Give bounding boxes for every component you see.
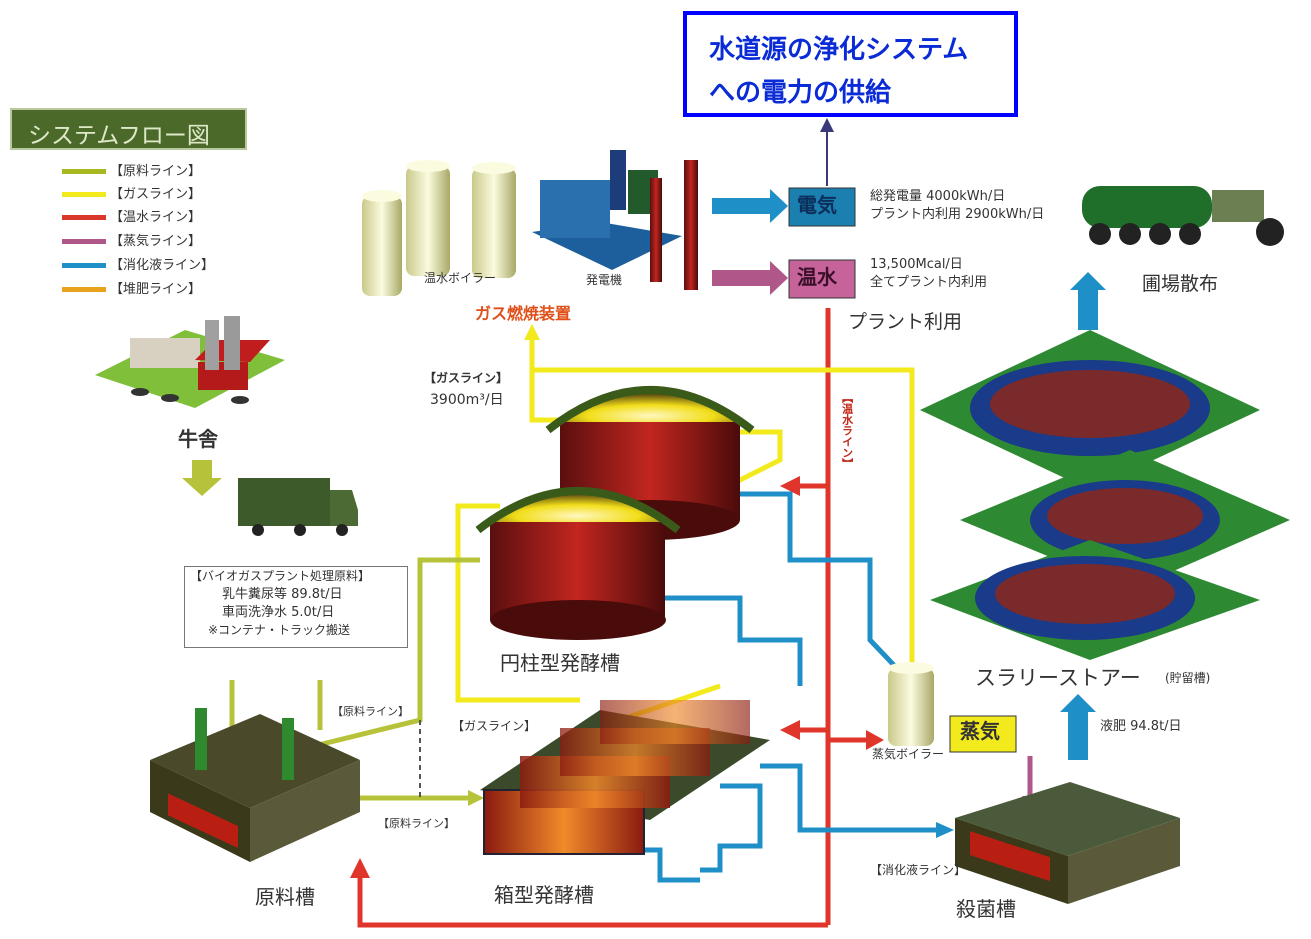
electricity-arrow <box>712 189 788 223</box>
raw-tank-label: 原料槽 <box>255 885 315 909</box>
legend-swatch <box>62 192 106 197</box>
liquid-manure-label: 液肥 94.8t/日 <box>1100 719 1182 734</box>
steam-boiler-label: 蒸気ボイラー <box>872 747 945 761</box>
legend-swatch <box>62 263 106 268</box>
field-spreading-label: 圃場散布 <box>1142 273 1219 295</box>
digestate-line-label: 【消化液ライン】 <box>870 863 967 877</box>
callout-line-1: 水道源の浄化システム <box>709 35 969 65</box>
raw-material-tank <box>150 708 360 862</box>
hot-water-boiler-label: 温水ボイラー <box>424 271 497 285</box>
material-info-box <box>184 566 408 648</box>
hotwater-tag-bg <box>788 259 856 299</box>
truck-illustration <box>238 478 358 536</box>
liquid-manure-arrow <box>1060 694 1096 760</box>
material-box-line3: ※コンテナ・トラック搬送 <box>208 623 351 637</box>
material-box-line2: 車両洗浄水 5.0t/日 <box>222 605 335 620</box>
generator-label: 発電機 <box>586 273 623 287</box>
callout-line-2: への電力の供給 <box>709 78 892 108</box>
cylinder-fermenters <box>475 386 755 640</box>
hotwater-tag: 温水 <box>797 265 837 289</box>
sterilization-tank <box>955 782 1180 904</box>
electricity-tag-bg <box>788 187 856 227</box>
legend-item-compost: 【堆肥ライン】 <box>62 278 201 297</box>
barn-label: 牛舎 <box>178 427 218 451</box>
legend-swatch <box>62 169 106 174</box>
material-arrow <box>182 460 222 496</box>
hotwater-return-line <box>357 872 828 928</box>
legend-swatch <box>62 215 106 220</box>
material-box-line1: 乳牛糞尿等 89.8t/日 <box>222 587 343 602</box>
legend-item-gas: 【ガスライン】 <box>62 183 201 202</box>
hotwater-plant-use: 全てプラント内利用 <box>870 275 988 290</box>
steam-tag-bg <box>949 715 1017 753</box>
hotwater-amount: 13,500Mcal/日 <box>870 257 963 272</box>
power-supply-callout: 水道源の浄化システム への電力の供給 <box>683 11 1018 117</box>
hotwater-arrow <box>712 261 788 295</box>
legend-title: システムフロー図 <box>10 108 247 150</box>
legend-item-hotwater: 【温水ライン】 <box>62 206 201 225</box>
legend-item-digestate: 【消化液ライン】 <box>62 254 214 273</box>
electricity-tag: 電気 <box>797 193 837 217</box>
legend-item-material: 【原料ライン】 <box>62 160 201 179</box>
plant-use-label: プラント利用 <box>848 311 963 333</box>
material-line-label-a: 【原料ライン】 <box>332 705 409 718</box>
digestate-line <box>640 491 940 883</box>
barn-illustration <box>95 316 285 408</box>
material-box-title: 【バイオガスプラント処理原料】 <box>190 569 371 583</box>
legend-swatch <box>62 239 106 244</box>
sterilization-tank-label: 殺菌槽 <box>956 897 1016 921</box>
box-fermenters <box>480 700 770 855</box>
hotwater-line-label: 【温水ライン】 <box>840 392 854 469</box>
gas-line-label-2: 【ガスライン】 <box>452 719 537 733</box>
gas-line-value: 3900m³/日 <box>430 392 504 408</box>
material-line-label-b: 【原料ライン】 <box>378 817 455 830</box>
electricity-plant-use: プラント内利用 2900kWh/日 <box>870 207 1045 222</box>
gas-device-label: ガス燃焼装置 <box>475 304 572 323</box>
legend-item-steam: 【蒸気ライン】 <box>62 230 201 249</box>
gas-line-label: 【ガスライン】 <box>424 371 509 385</box>
slurry-store-label: スラリーストアー <box>975 666 1141 690</box>
generator-illustration <box>532 150 698 290</box>
field-arrow <box>1070 272 1106 330</box>
slurry-store-tanks <box>920 330 1290 660</box>
steam-boiler <box>888 662 934 746</box>
electricity-total: 総発電量 4000kWh/日 <box>870 189 1006 204</box>
tanker-tractor <box>1082 186 1284 246</box>
cylinder-fermenter-label: 円柱型発酵槽 <box>500 651 620 675</box>
box-fermenter-label: 箱型発酵槽 <box>494 883 594 907</box>
legend-swatch <box>62 287 106 292</box>
steam-tag: 蒸気 <box>960 719 1000 743</box>
slurry-store-sub: (貯留槽) <box>1165 671 1211 685</box>
hot-water-boilers <box>362 160 516 296</box>
